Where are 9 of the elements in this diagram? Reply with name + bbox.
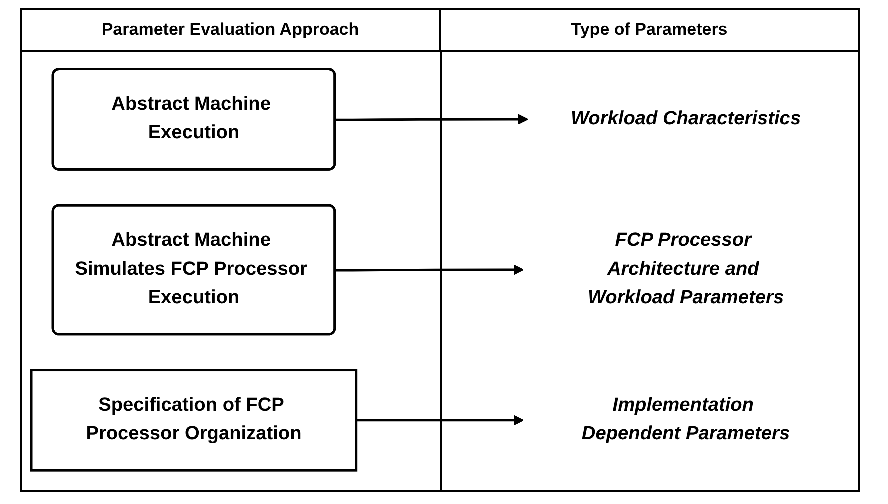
arrow [336, 114, 528, 125]
column-header: Type of Parameters [570, 19, 729, 41]
node-text: Workload Characteristics [570, 108, 802, 130]
column-header: Parameter Evaluation Approach [22, 10, 441, 50]
node-text: Implementation Dependent Parameters [582, 395, 790, 444]
arrow [336, 264, 524, 276]
arrow [356, 415, 524, 426]
node-text: FCP Processor Architecture and Workload Parameters [588, 230, 784, 308]
node-box: Specification of FCP Processor Organization [30, 369, 358, 472]
